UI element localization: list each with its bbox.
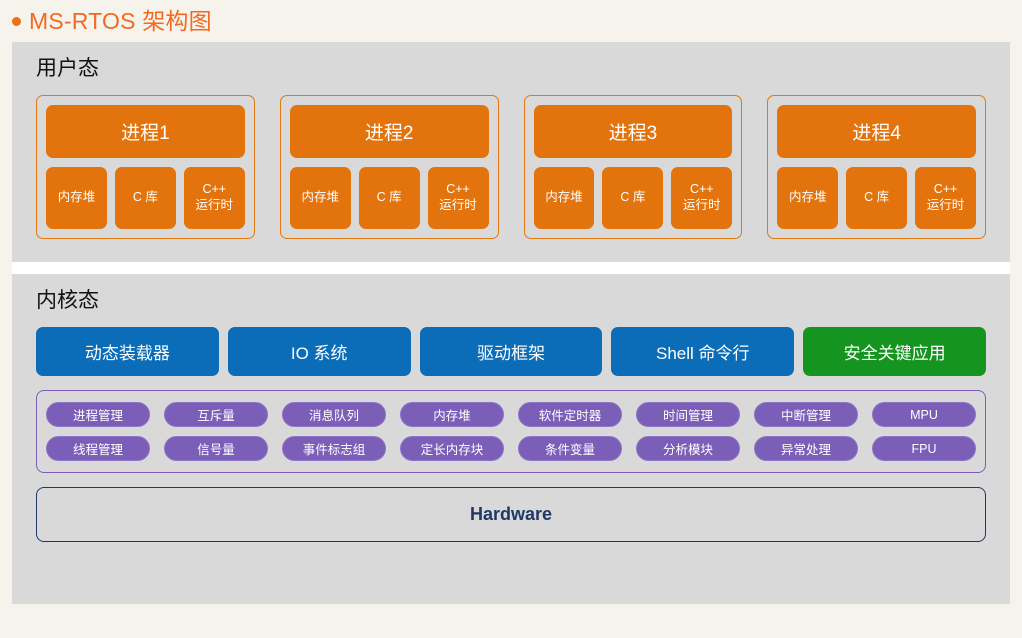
kernel-mode-section: 内核态 动态装载器 IO 系统 驱动框架 Shell 命令行 安全关键应用 进程… (12, 274, 1010, 604)
process-card[interactable]: 进程2 内存堆 C 库 C++ 运行时 (279, 95, 499, 239)
service-pill[interactable]: 时间管理 (636, 402, 740, 427)
kernel-block-io-system[interactable]: IO 系统 (227, 327, 411, 376)
service-pill[interactable]: 互斥量 (164, 402, 268, 427)
process-modules: 内存堆 C 库 C++ 运行时 (777, 167, 977, 229)
process-modules: 内存堆 C 库 C++ 运行时 (289, 167, 489, 229)
kernel-block-safety-critical-app[interactable]: 安全关键应用 (803, 327, 986, 376)
module-box[interactable]: C++ 运行时 (671, 167, 733, 229)
bullet-dot-icon (12, 16, 21, 26)
service-pill[interactable]: 软件定时器 (518, 402, 622, 427)
module-label-line2: 运行时 (926, 198, 965, 212)
module-box[interactable]: 内存堆 (533, 167, 595, 229)
module-box[interactable]: C 库 (114, 167, 176, 229)
process-name: 进程3 (533, 105, 733, 158)
service-pill[interactable]: 内存堆 (400, 402, 504, 427)
service-pill[interactable]: 中断管理 (754, 402, 858, 427)
process-name: 进程2 (289, 105, 489, 158)
module-box[interactable]: C 库 (358, 167, 420, 229)
module-box[interactable]: C++ 运行时 (915, 167, 977, 229)
kernel-block-row: 动态装载器 IO 系统 驱动框架 Shell 命令行 安全关键应用 (24, 327, 998, 376)
module-label-line1: C 库 (620, 190, 646, 205)
module-label-line2: 运行时 (439, 198, 477, 212)
process-card[interactable]: 进程3 内存堆 C 库 C++ 运行时 (523, 95, 743, 239)
kernel-block-driver-framework[interactable]: 驱动框架 (419, 327, 603, 376)
module-box[interactable]: 内存堆 (777, 167, 839, 229)
service-pill[interactable]: 异常处理 (754, 436, 858, 461)
process-card[interactable]: 进程1 内存堆 C 库 C++ 运行时 (36, 95, 255, 239)
service-pill[interactable]: MPU (872, 402, 976, 427)
hardware-bar[interactable]: Hardware (36, 487, 986, 542)
kernel-services-container: 进程管理 互斥量 消息队列 内存堆 软件定时器 时间管理 中断管理 MPU 线程… (36, 390, 986, 473)
module-label-line1: C++ (689, 182, 714, 197)
section-divider (12, 262, 1010, 274)
module-label-line1: 内存堆 (57, 190, 96, 205)
process-card[interactable]: 进程4 内存堆 C 库 C++ 运行时 (767, 95, 986, 239)
service-pill[interactable]: 进程管理 (46, 402, 150, 427)
module-label-line1: C 库 (376, 190, 402, 205)
user-mode-heading: 用户态 (36, 57, 99, 80)
page-title-bar: MS-RTOS 架构图 (0, 0, 1022, 42)
module-label-line1: C++ (202, 182, 227, 197)
service-pill[interactable]: 条件变量 (518, 436, 622, 461)
page-title: MS-RTOS 架构图 (29, 7, 212, 34)
module-label-line1: 内存堆 (545, 190, 583, 205)
module-box[interactable]: 内存堆 (46, 167, 107, 229)
kernel-services-row-2: 线程管理 信号量 事件标志组 定长内存块 条件变量 分析模块 异常处理 FPU (46, 436, 976, 461)
module-box[interactable]: C++ 运行时 (183, 167, 245, 229)
service-pill[interactable]: 消息队列 (282, 402, 386, 427)
module-label-line2: 运行时 (683, 198, 721, 212)
process-modules: 内存堆 C 库 C++ 运行时 (533, 167, 733, 229)
module-label-line1: C++ (933, 182, 958, 197)
module-label-line2: 运行时 (195, 198, 234, 212)
service-pill[interactable]: 信号量 (164, 436, 268, 461)
kernel-block-dynamic-loader[interactable]: 动态装载器 (36, 327, 219, 376)
kernel-block-shell[interactable]: Shell 命令行 (611, 327, 795, 376)
module-label-line1: C 库 (132, 190, 158, 205)
process-modules: 内存堆 C 库 C++ 运行时 (46, 167, 245, 229)
process-name: 进程4 (777, 105, 976, 158)
user-mode-section: 用户态 进程1 内存堆 C 库 C++ 运行时 进程2 内存堆 (12, 42, 1010, 262)
process-name: 进程1 (46, 105, 245, 158)
service-pill[interactable]: 事件标志组 (282, 436, 386, 461)
module-label-line1: 内存堆 (301, 190, 339, 205)
module-box[interactable]: C 库 (846, 167, 908, 229)
service-pill[interactable]: 定长内存块 (400, 436, 504, 461)
module-box[interactable]: C 库 (602, 167, 664, 229)
module-label-line1: C 库 (864, 190, 890, 205)
service-pill[interactable]: FPU (872, 436, 976, 461)
module-box[interactable]: C++ 运行时 (427, 167, 489, 229)
kernel-services-row-1: 进程管理 互斥量 消息队列 内存堆 软件定时器 时间管理 中断管理 MPU (46, 402, 976, 427)
kernel-mode-heading: 内核态 (36, 289, 99, 312)
service-pill[interactable]: 分析模块 (636, 436, 740, 461)
module-box[interactable]: 内存堆 (289, 167, 351, 229)
service-pill[interactable]: 线程管理 (46, 436, 150, 461)
process-row: 进程1 内存堆 C 库 C++ 运行时 进程2 内存堆 (24, 95, 998, 239)
module-label-line1: C++ (446, 182, 470, 197)
module-label-line1: 内存堆 (788, 190, 827, 205)
